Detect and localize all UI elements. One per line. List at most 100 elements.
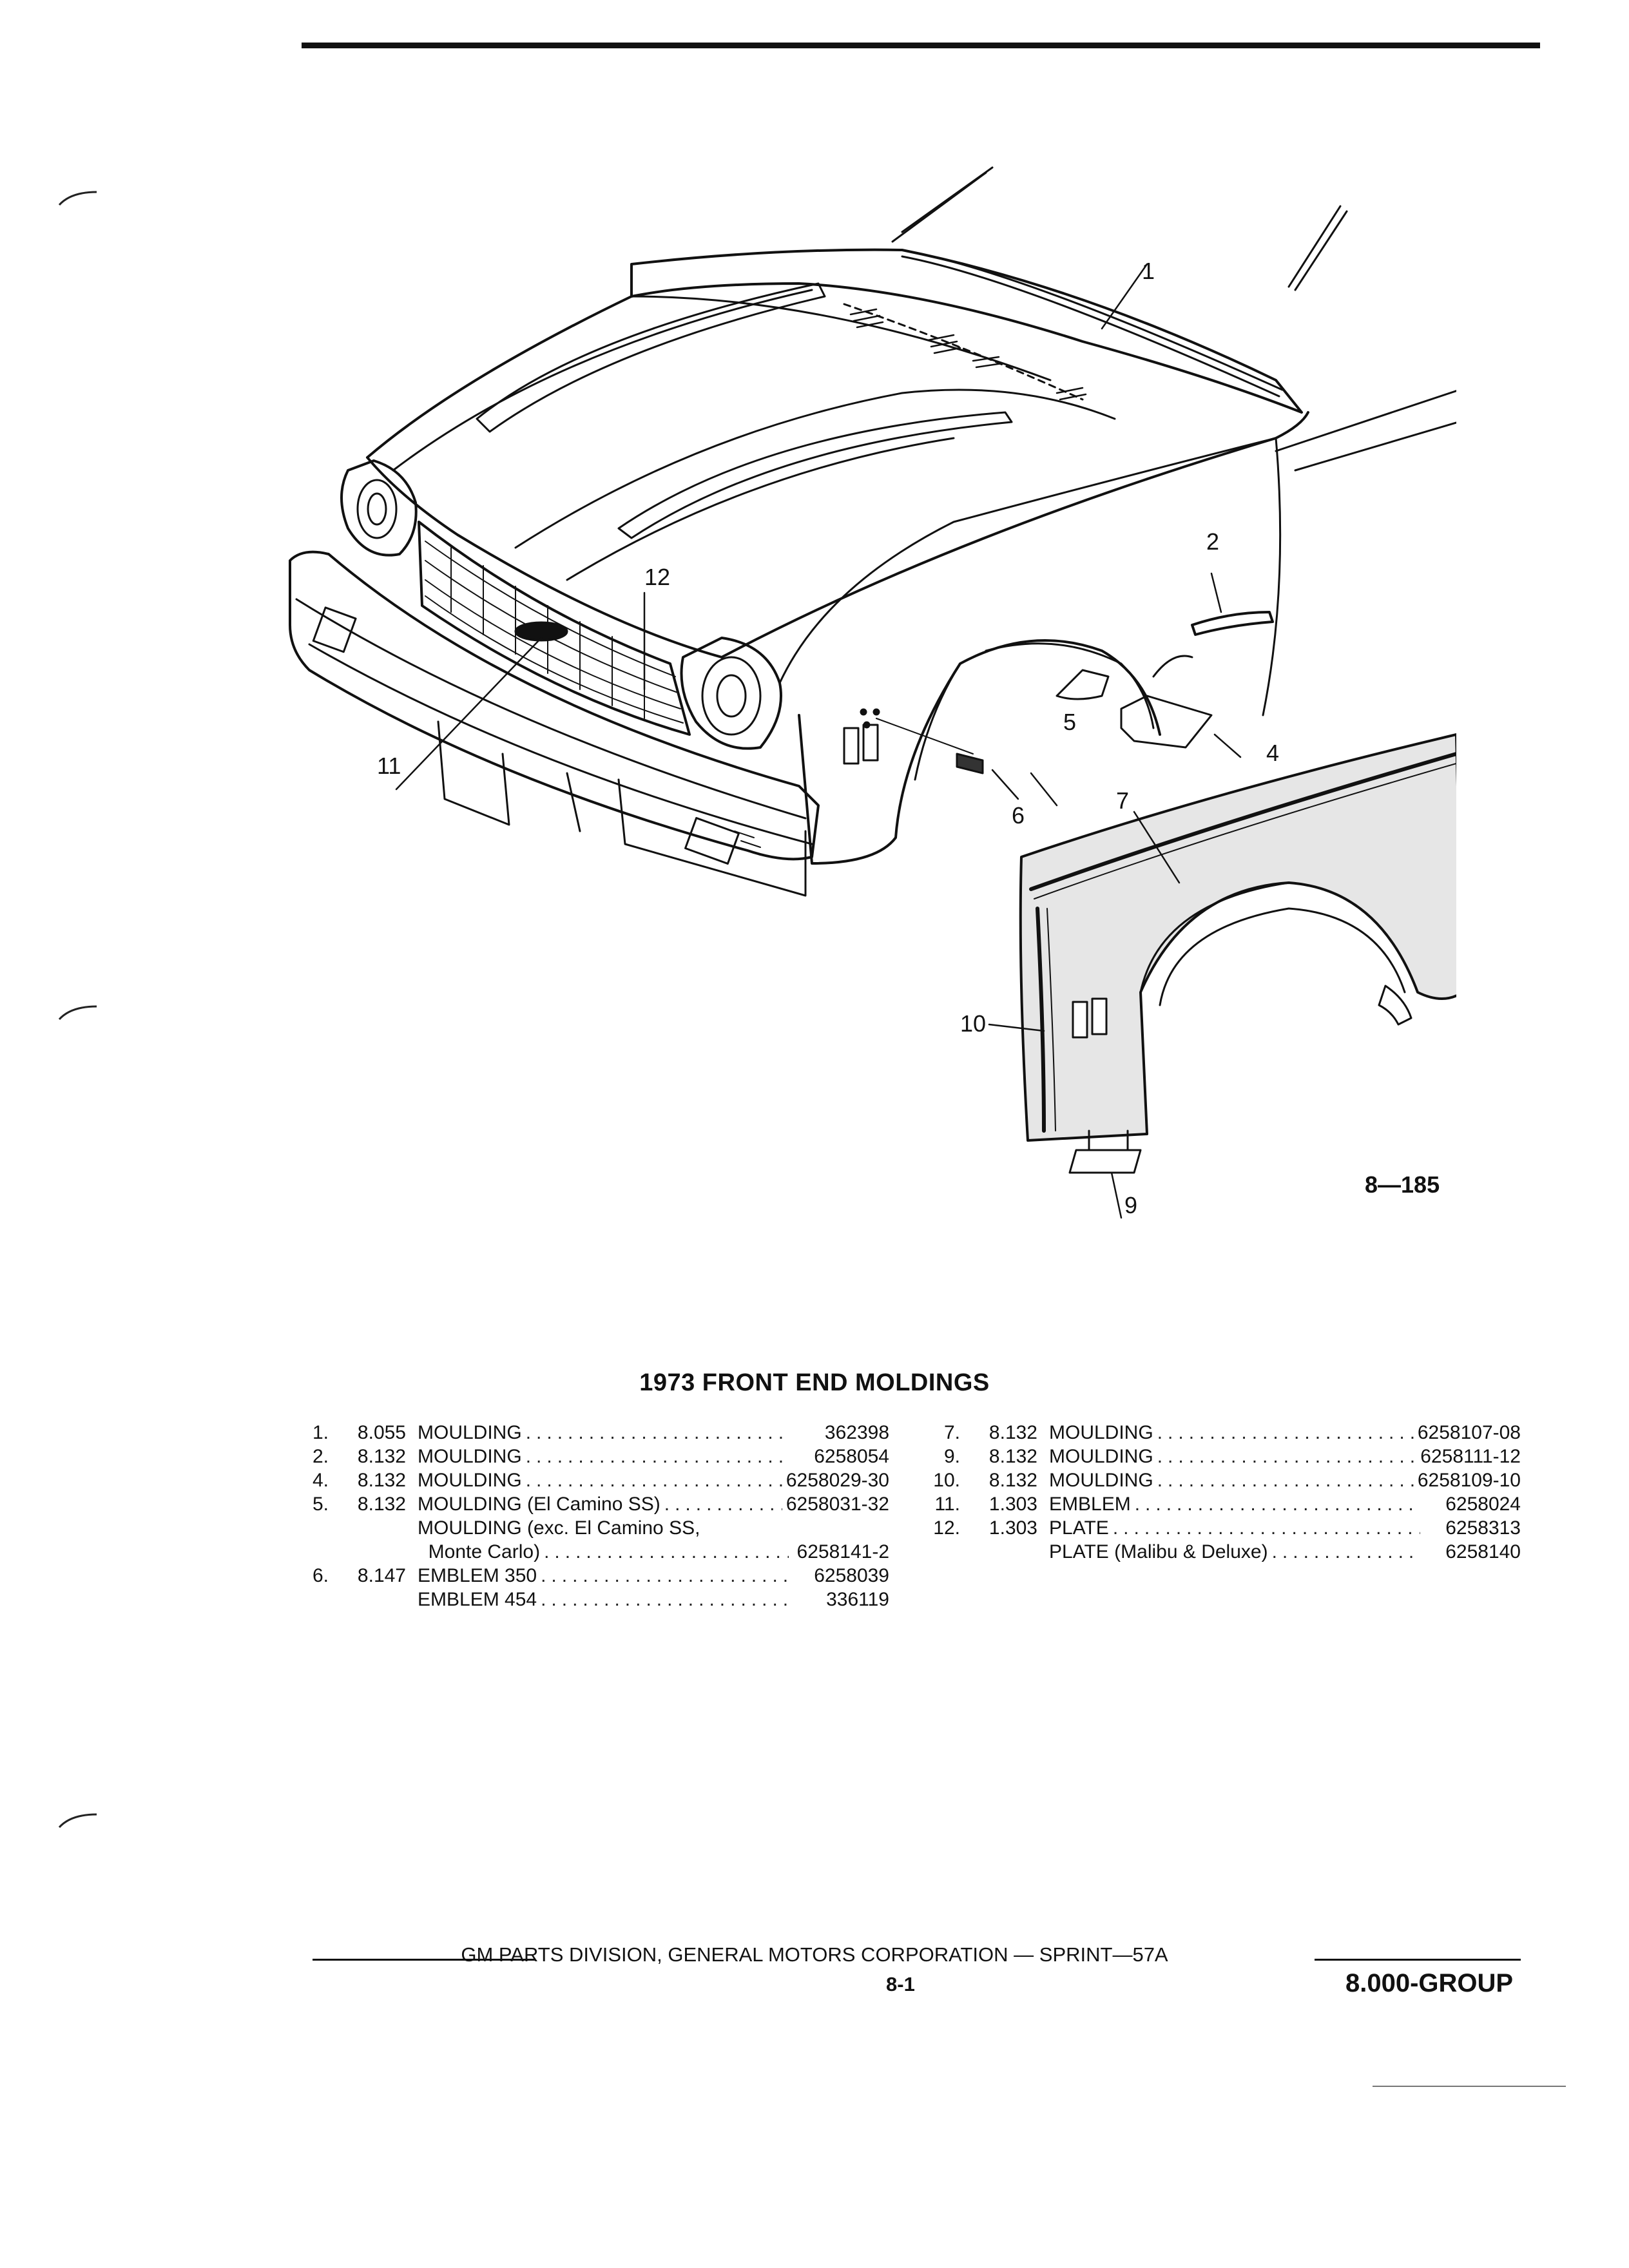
group-label: 8.000-GROUP: [1345, 1969, 1514, 1997]
description-cell: MOULDING................................…: [418, 1468, 782, 1492]
part-description: EMBLEM 350: [418, 1565, 537, 1586]
part-row: MOULDING (exc. El Camino SS,: [284, 1516, 889, 1540]
part-number: 362398: [824, 1422, 889, 1443]
callout-5: 5: [1063, 709, 1077, 735]
callout-10: 10: [960, 1010, 987, 1037]
description-cell: PLATE (Malibu & Deluxe).................…: [1049, 1540, 1420, 1564]
part-number: 6258109-10: [1417, 1470, 1521, 1491]
callout-4: 4: [1266, 740, 1280, 766]
leader-dots: ........................................…: [1134, 1494, 1420, 1515]
group-number: [960, 1540, 1049, 1564]
part-description: MOULDING: [418, 1446, 522, 1467]
item-number: 7.: [943, 1422, 960, 1443]
leader-dots: ........................................…: [541, 1589, 789, 1610]
description-cell: MOULDING................................…: [1049, 1468, 1414, 1492]
group-number: 8.147: [357, 1565, 406, 1586]
top-rule: [302, 43, 1540, 48]
part-number: [789, 1516, 889, 1540]
part-row: 9.8.132MOULDING.........................…: [915, 1445, 1521, 1468]
part-description: MOULDING: [1049, 1470, 1153, 1491]
part-description: EMBLEM: [1049, 1494, 1131, 1515]
item-number: [284, 1516, 329, 1540]
front-end-illustration: [289, 166, 1456, 1219]
part-number: 6258054: [814, 1446, 889, 1467]
leader-dots: ........................................…: [1112, 1517, 1420, 1539]
group-number: 8.132: [988, 1422, 1037, 1443]
callout-7: 7: [1116, 787, 1130, 814]
callout-9: 9: [1124, 1192, 1138, 1218]
part-number: 6258031-32: [786, 1494, 889, 1515]
group-number: [329, 1588, 418, 1611]
description-cell: MOULDING................................…: [418, 1421, 789, 1445]
leader-dots: ........................................…: [664, 1494, 782, 1515]
description-cell: MOULDING (El Camino SS).................…: [418, 1492, 782, 1516]
part-number: 6258107-08: [1417, 1422, 1521, 1443]
description-cell: MOULDING................................…: [418, 1445, 789, 1468]
item-number: 11.: [934, 1494, 960, 1515]
footer-rule-right: [1315, 1959, 1521, 1961]
part-row: 11. 1.303 EMBLEM..........................…: [915, 1492, 1521, 1516]
part-number: 6258141-2: [796, 1541, 889, 1562]
part-description: PLATE: [1049, 1517, 1109, 1539]
item-number: [915, 1540, 960, 1564]
leader-dots: ........................................…: [1271, 1541, 1420, 1562]
item-number: [284, 1540, 329, 1564]
part-description: MOULDING: [418, 1470, 522, 1491]
part-description: PLATE (Malibu & Deluxe): [1049, 1541, 1268, 1562]
item-number: 1.: [312, 1422, 329, 1443]
leader-dots: ........................................…: [525, 1446, 789, 1467]
part-row: 7. 8.132 MOULDING.........................…: [915, 1421, 1521, 1445]
part-number: 336119: [826, 1589, 889, 1610]
part-number: 6258039: [814, 1565, 889, 1586]
group-number: 8.132: [357, 1470, 406, 1491]
group-number: 8.132: [357, 1494, 406, 1515]
group-number: 8.132: [988, 1446, 1037, 1467]
description-cell: EMBLEM 454..............................…: [418, 1588, 789, 1611]
part-description: Monte Carlo): [418, 1541, 541, 1562]
description-cell: PLATE...................................…: [1049, 1516, 1420, 1540]
leader-dots: ........................................…: [525, 1422, 789, 1443]
group-number: 8.055: [357, 1422, 406, 1443]
leader-dots: ........................................…: [541, 1565, 789, 1586]
part-row: 6. 8.147 EMBLEM 350.......................…: [284, 1564, 889, 1588]
group-number: [329, 1540, 418, 1564]
part-number: 6258024: [1445, 1494, 1521, 1515]
callout-1: 1: [1142, 258, 1155, 284]
part-row: Monte Carlo)............................…: [284, 1540, 889, 1564]
part-description: MOULDING: [1049, 1446, 1153, 1467]
item-number: [284, 1588, 329, 1611]
part-description: MOULDING: [418, 1422, 522, 1443]
group-number: 1.303: [988, 1517, 1037, 1539]
leader-dots: ........................................…: [1157, 1470, 1414, 1491]
part-description: MOULDING: [1049, 1422, 1153, 1443]
part-row: PLATE (Malibu & Deluxe).................…: [915, 1540, 1521, 1564]
item-number: 4.: [312, 1470, 329, 1491]
callout-11: 11: [377, 753, 401, 779]
part-number: 6258140: [1445, 1541, 1521, 1562]
part-row: 1. 8.055 MOULDING.........................…: [284, 1421, 889, 1445]
item-number: 2.: [312, 1446, 329, 1467]
part-description: MOULDING (El Camino SS): [418, 1494, 660, 1515]
figure-id: 8—185: [1365, 1171, 1440, 1198]
callout-2: 2: [1206, 528, 1220, 555]
group-number: 8.132: [357, 1446, 406, 1467]
leader-dots: ........................................…: [544, 1541, 789, 1562]
group-number: 8.132: [988, 1470, 1037, 1491]
description-cell: EMBLEM..................................…: [1049, 1492, 1420, 1516]
description-cell: MOULDING (exc. El Camino SS,: [418, 1516, 789, 1540]
item-number: 9.: [943, 1446, 960, 1467]
callout-6: 6: [1012, 802, 1025, 829]
leader-dots: ........................................…: [1157, 1422, 1414, 1443]
description-cell: EMBLEM 350..............................…: [418, 1564, 789, 1588]
page-number: 8-1: [886, 1973, 915, 1995]
part-row: EMBLEM 454..............................…: [284, 1588, 889, 1611]
group-number: 1.303: [988, 1494, 1037, 1515]
part-row: 2. 8.132 MOULDING.........................…: [284, 1445, 889, 1468]
part-row: 4. 8.132 MOULDING.........................…: [284, 1468, 889, 1492]
item-number: 6.: [312, 1565, 329, 1586]
